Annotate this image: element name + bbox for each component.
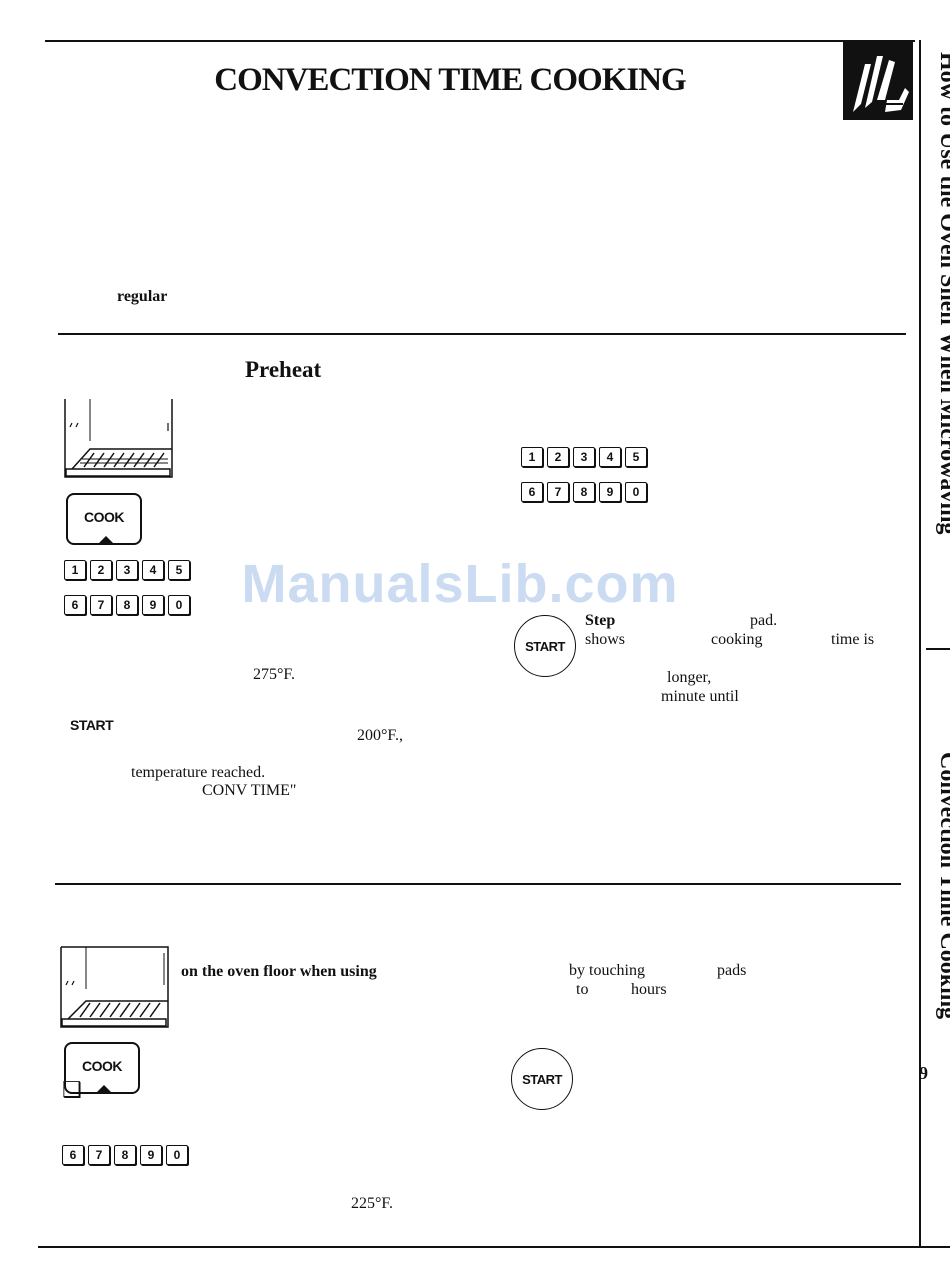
cooking-word: cooking bbox=[711, 631, 763, 648]
temp-225: 225°F. bbox=[351, 1195, 394, 1212]
key-7[interactable]: 7 bbox=[90, 595, 112, 615]
key-0[interactable]: 0 bbox=[168, 595, 190, 615]
side-tab-upper: How to Use the Oven Shelf When Microwavi… bbox=[935, 52, 950, 535]
cook-pad[interactable]: COOK bbox=[66, 493, 142, 545]
oven-floor-illustration bbox=[60, 945, 170, 1034]
pads-word: pads bbox=[717, 962, 747, 979]
page-title: CONVECTION TIME COOKING bbox=[214, 62, 686, 98]
start-pad[interactable]: START bbox=[514, 615, 576, 677]
minute-until-text: minute until bbox=[661, 688, 739, 705]
number-pads-row-section2: 6 7 8 9 0 bbox=[62, 1145, 188, 1165]
watermark: ManualsLib.com bbox=[241, 554, 679, 614]
key-5[interactable]: 5 bbox=[625, 447, 647, 467]
key-9[interactable]: 9 bbox=[140, 1145, 162, 1165]
step-word: Step bbox=[585, 612, 616, 629]
start-label: START bbox=[70, 717, 114, 733]
top-rule bbox=[45, 40, 915, 42]
number-pads-row2: 6 7 8 9 0 bbox=[64, 595, 190, 615]
intro-regular: regular bbox=[117, 288, 168, 305]
side-tab-lower: Convection Time Cooking bbox=[935, 752, 950, 1020]
time-is-text: time is bbox=[831, 631, 875, 648]
key-4[interactable]: 4 bbox=[142, 560, 164, 580]
section1-rule bbox=[58, 333, 906, 335]
to-word: to bbox=[576, 981, 589, 998]
checkbox-icon: ❑ bbox=[62, 1078, 82, 1103]
right-number-pads-row2: 6 7 8 9 0 bbox=[521, 482, 647, 502]
oven-floor-text: on the oven floor when using bbox=[181, 963, 377, 980]
key-4[interactable]: 4 bbox=[599, 447, 621, 467]
key-3[interactable]: 3 bbox=[573, 447, 595, 467]
bottom-rule bbox=[38, 1246, 950, 1248]
side-tab-divider bbox=[926, 648, 950, 650]
key-3[interactable]: 3 bbox=[116, 560, 138, 580]
temp-200: 200°F., bbox=[357, 727, 404, 744]
section1-heading: Preheat bbox=[245, 357, 322, 382]
key-6[interactable]: 6 bbox=[62, 1145, 84, 1165]
key-9[interactable]: 9 bbox=[142, 595, 164, 615]
key-8[interactable]: 8 bbox=[573, 482, 595, 502]
page-number: 9 bbox=[919, 1063, 928, 1083]
section2-rule bbox=[55, 883, 901, 885]
oven-shelf-illustration bbox=[64, 397, 174, 484]
hours-word: hours bbox=[631, 981, 667, 998]
hand-logo-icon bbox=[843, 42, 913, 120]
longer-word: longer, bbox=[667, 669, 712, 686]
conv-time-text: CONV TIME" bbox=[202, 782, 297, 799]
temp-275: 275°F. bbox=[253, 666, 296, 683]
key-6[interactable]: 6 bbox=[64, 595, 86, 615]
key-7[interactable]: 7 bbox=[88, 1145, 110, 1165]
key-1[interactable]: 1 bbox=[521, 447, 543, 467]
pad-word: pad. bbox=[750, 612, 778, 629]
key-5[interactable]: 5 bbox=[168, 560, 190, 580]
by-touching-text: by touching bbox=[569, 962, 645, 979]
key-2[interactable]: 2 bbox=[90, 560, 112, 580]
key-7[interactable]: 7 bbox=[547, 482, 569, 502]
start-pad-2[interactable]: START bbox=[511, 1048, 573, 1110]
key-0[interactable]: 0 bbox=[625, 482, 647, 502]
number-pads-row1: 1 2 3 4 5 bbox=[64, 560, 190, 580]
key-0[interactable]: 0 bbox=[166, 1145, 188, 1165]
right-number-pads-row1: 1 2 3 4 5 bbox=[521, 447, 647, 467]
key-9[interactable]: 9 bbox=[599, 482, 621, 502]
key-6[interactable]: 6 bbox=[521, 482, 543, 502]
key-8[interactable]: 8 bbox=[114, 1145, 136, 1165]
key-8[interactable]: 8 bbox=[116, 595, 138, 615]
shows-word: shows bbox=[585, 631, 626, 648]
key-2[interactable]: 2 bbox=[547, 447, 569, 467]
right-margin-rule bbox=[919, 40, 921, 1248]
key-1[interactable]: 1 bbox=[64, 560, 86, 580]
cook-pad-2[interactable]: COOK bbox=[64, 1042, 140, 1094]
temperature-reached: temperature reached. bbox=[131, 764, 266, 781]
